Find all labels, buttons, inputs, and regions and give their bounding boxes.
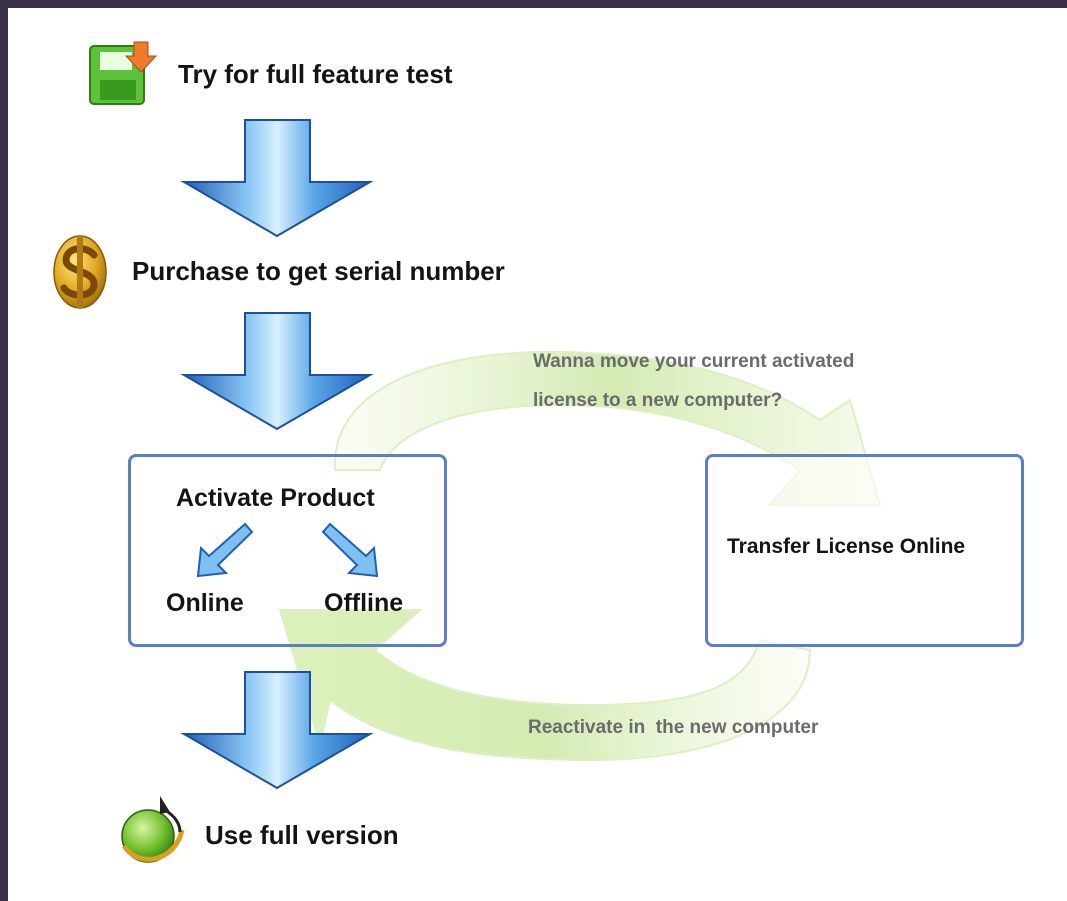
flow-arrow-3 [180,671,374,790]
activate-product-box [128,454,447,647]
reactivate-note: Reactivate in the new computer [528,717,819,738]
activate-online-label: Online [166,589,244,617]
floppy-download-icon [89,41,158,105]
move-question-line1: Wanna move your current activated [533,351,855,372]
step-purchase-label: Purchase to get serial number [132,256,505,286]
transfer-cycle-arrow-bottom [278,609,812,762]
step-use-label: Use full version [205,820,399,850]
gold-dollar-icon [53,235,107,309]
arrow-to-offline-icon [321,522,379,578]
globe-with-orbit-icon [121,796,185,863]
arrow-to-online-icon [196,522,254,578]
activate-offline-label: Offline [324,589,404,617]
transfer-license-title: Transfer License Online [727,535,966,558]
transfer-cycle-arrow-top [333,350,882,506]
flow-arrow-2 [180,312,374,431]
move-question-line2: license to a new computer? [533,390,783,411]
step-try-label: Try for full feature test [178,59,453,89]
activate-product-title: Activate Product [176,484,375,512]
transfer-license-box [705,454,1024,647]
flow-arrow-1 [180,119,374,238]
